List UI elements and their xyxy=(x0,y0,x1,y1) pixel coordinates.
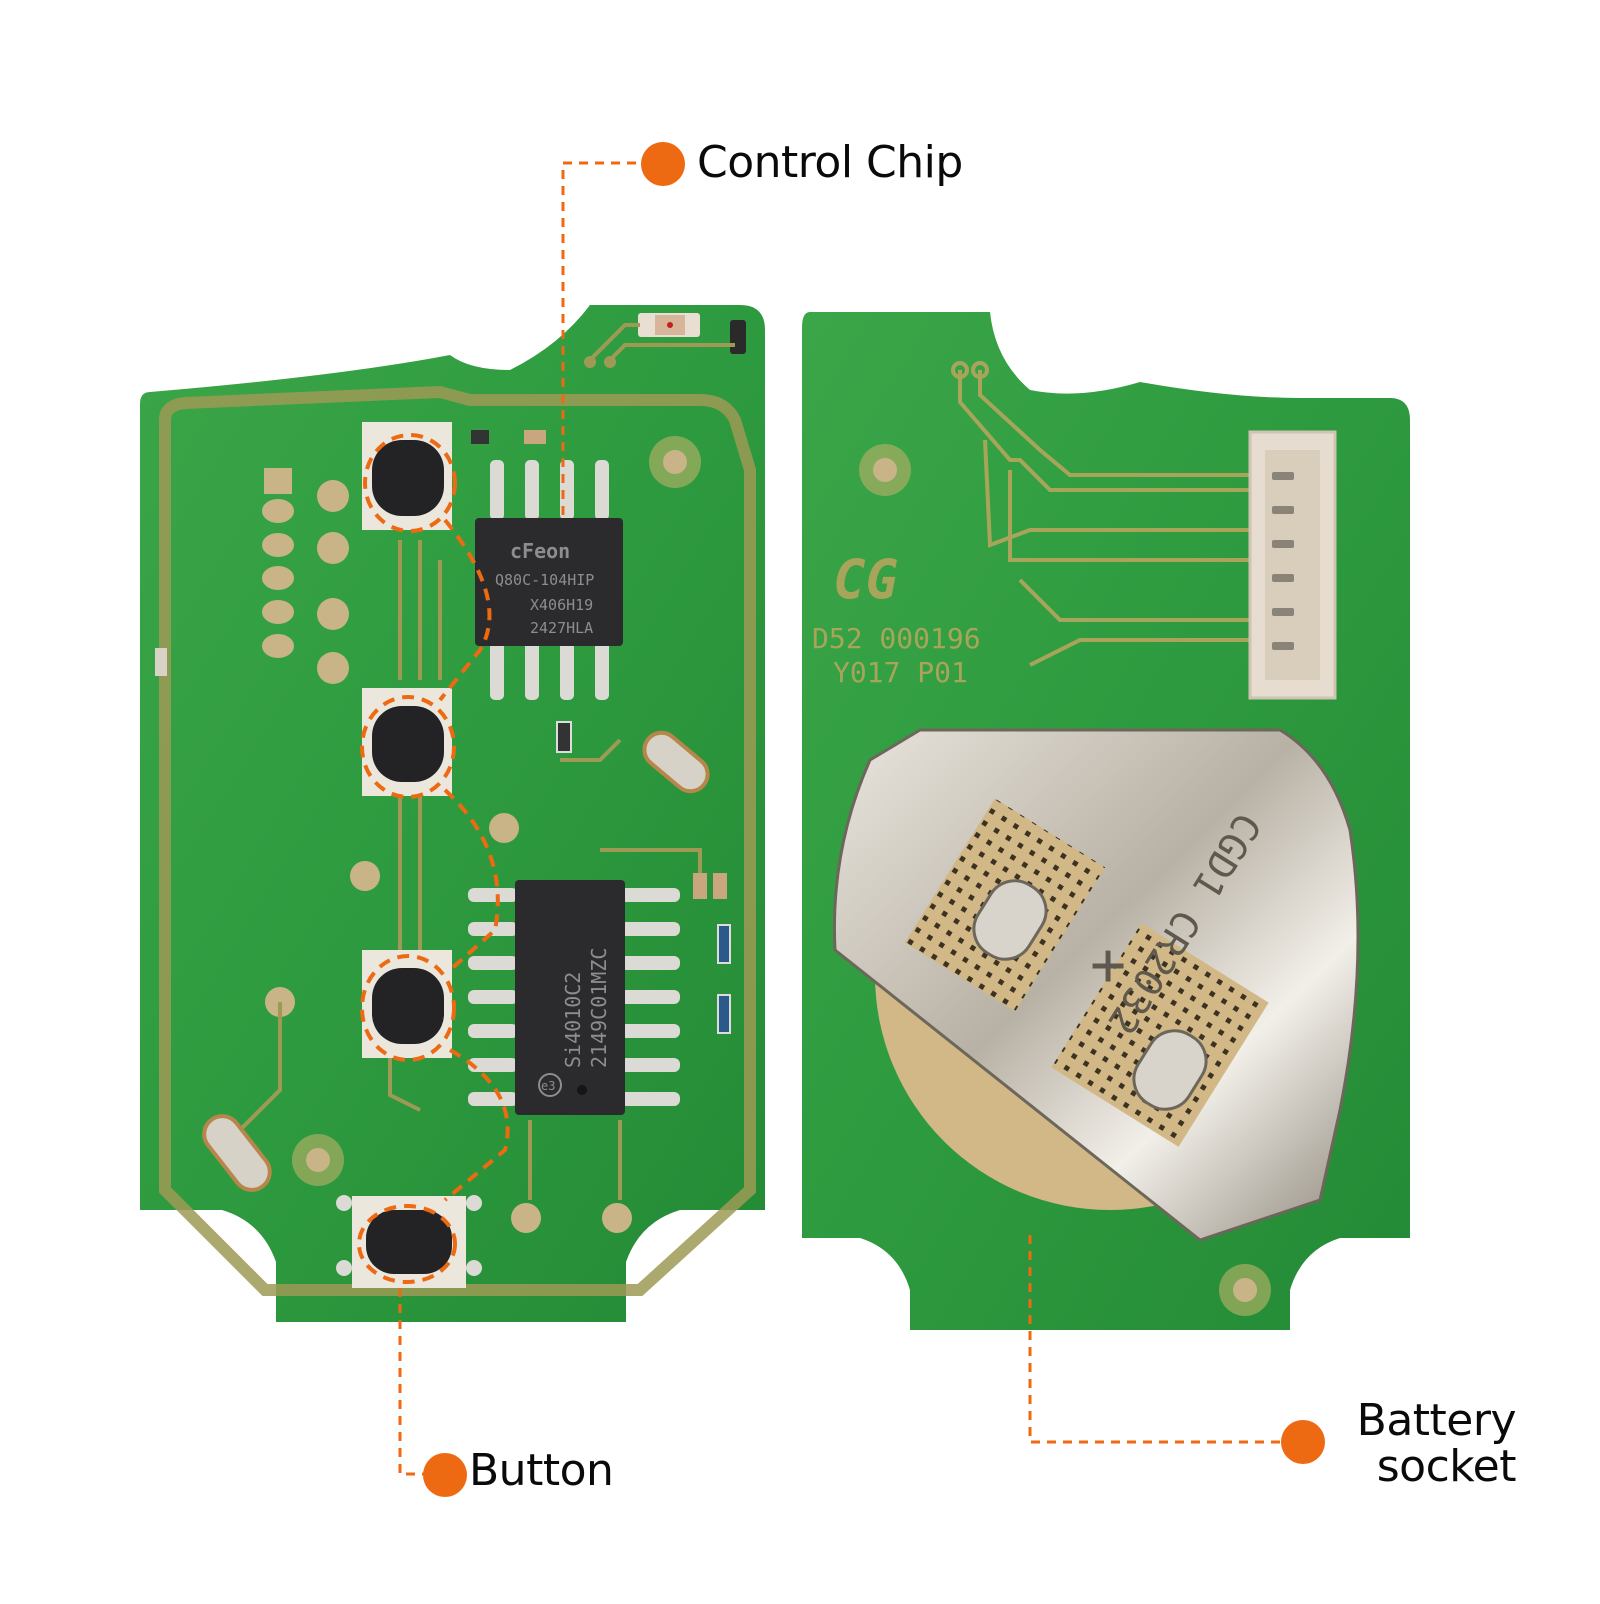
chip2-logo: e3 xyxy=(541,1079,555,1093)
callout-dot-battery-socket xyxy=(1281,1420,1325,1464)
chip2-line1: Si4010C2 xyxy=(561,972,585,1068)
callout-label-battery-line1: Battery xyxy=(1356,1395,1517,1446)
silkscreen-logo: CG xyxy=(833,548,898,611)
leader-battery-socket xyxy=(1028,1235,1280,1444)
pin-connector xyxy=(1248,430,1337,700)
chip2-line2: 2149C01MZC xyxy=(587,948,611,1068)
battery-plus: + xyxy=(1090,930,1126,1000)
tact-button-4 xyxy=(336,1195,482,1288)
chip1-line4: 2427HLA xyxy=(530,619,593,637)
silkscreen-line1: D52 000196 xyxy=(812,622,981,655)
tact-button-2 xyxy=(362,688,452,796)
silkscreen-line2: Y017 P01 xyxy=(833,656,968,689)
tact-button-3 xyxy=(362,950,452,1058)
front-pcb: cFeon Q80C-104HIP X406H19 2427HLA Si4010… xyxy=(140,305,765,1322)
callout-label-battery-line2: socket xyxy=(1376,1441,1517,1492)
back-pcb: CG D52 000196 Y017 P01 + xyxy=(802,312,1410,1330)
callout-label-control-chip: Control Chip xyxy=(697,137,963,188)
chip1-brand: cFeon xyxy=(510,539,570,563)
control-chip: cFeon Q80C-104HIP X406H19 2427HLA xyxy=(475,460,623,700)
callout-dot-control-chip xyxy=(641,142,685,186)
transmitter-chip: Si4010C2 2149C01MZC e3 xyxy=(468,880,680,1115)
battery-socket: + CGD1 CR2032 xyxy=(832,728,1360,1242)
chip1-line2: Q80C-104HIP xyxy=(495,571,594,589)
leader-control-chip xyxy=(561,161,640,515)
callout-dot-button xyxy=(423,1453,467,1497)
button-highlights xyxy=(357,433,510,1284)
tact-button-1 xyxy=(362,422,452,530)
tactile-buttons xyxy=(336,422,482,1288)
header-pins xyxy=(262,468,349,684)
chip1-line3: X406H19 xyxy=(530,596,593,614)
callout-label-button: Button xyxy=(469,1445,614,1496)
callout-leaders xyxy=(398,161,1280,1476)
